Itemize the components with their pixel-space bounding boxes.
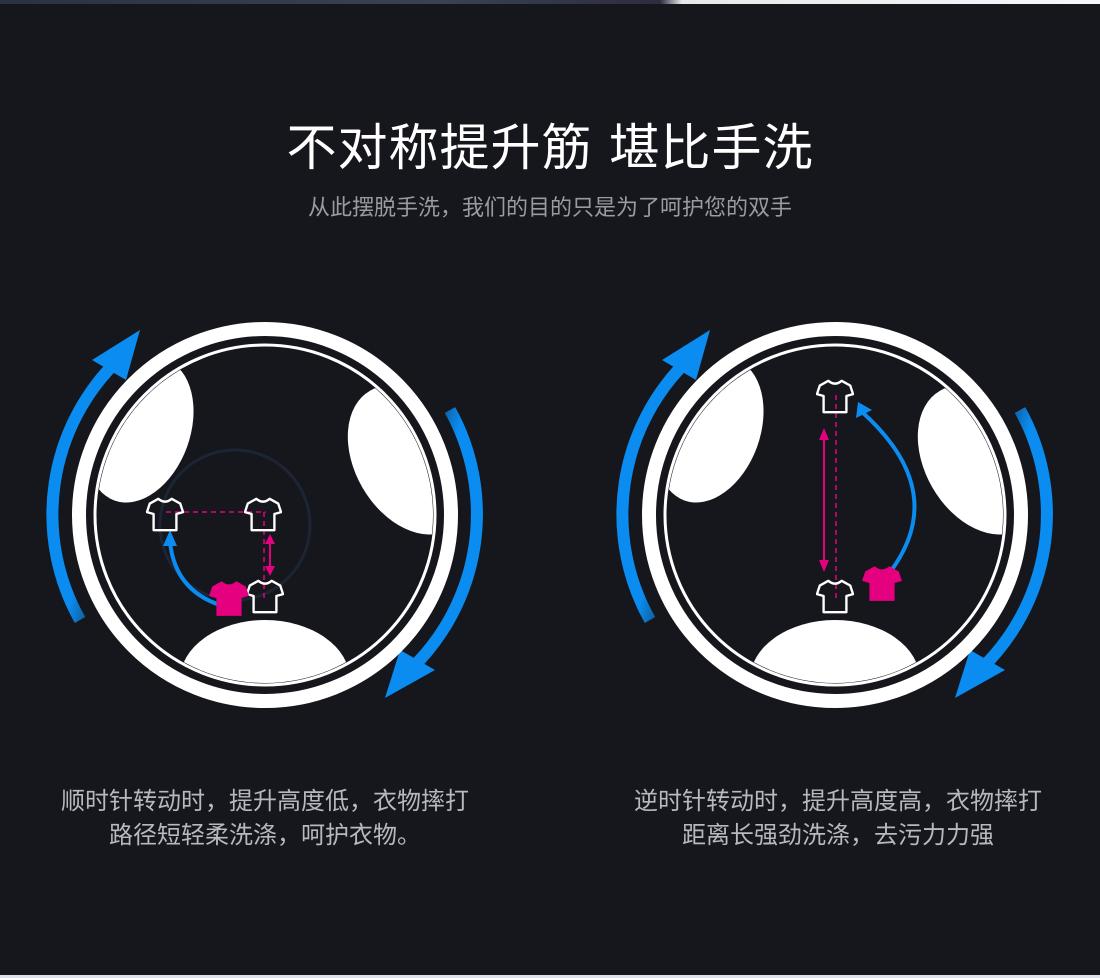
previous-section-edge [0,0,1100,4]
caption-line: 距离长强劲洗涤，去污力力强 [682,821,994,849]
arrowhead-icon [385,650,435,698]
lift-arrow-icon [168,541,221,607]
arrowhead-icon [662,330,710,380]
double-arrow-icon [819,428,829,572]
caption-line: 路径短轻柔洗涤，呵护衣物。 [109,821,421,849]
caption-line: 顺时针转动时，提升高度低，衣物摔打 [61,787,469,815]
drum-counterclockwise [616,322,1053,708]
arrowhead-icon [955,650,1005,698]
tshirt-highlight-icon [862,566,902,601]
drum-inner-ring [663,343,1007,687]
caption-counterclockwise: 逆时针转动时，提升高度高，衣物摔打 距离长强劲洗涤，去污力力强 [578,784,1098,852]
rotation-arrow-icon [616,355,693,623]
drum-clockwise [46,322,483,708]
page-subtitle: 从此摆脱手洗，我们的目的只是为了呵护您的双手 [307,196,792,221]
drum-outer-ring [642,322,1028,708]
tshirt-icon [244,497,282,532]
next-section-edge [0,975,1100,978]
tshirt-icon [146,497,184,532]
drum-outer-ring [72,322,458,708]
rotation-arrow-icon [46,355,123,623]
tshirt-icon [816,579,854,614]
arrowhead-icon [92,330,140,380]
double-arrow-icon [265,534,275,576]
tshirt-icon [816,379,854,414]
lift-arrow-icon [860,410,917,592]
caption-line: 逆时针转动时，提升高度高，衣物摔打 [634,787,1042,815]
page-title: 不对称提升筋 堪比手洗 [286,119,814,177]
rotation-arrow-icon [975,407,1053,675]
drum-inner-ring [93,343,437,687]
rotation-arrow-icon [405,407,483,675]
caption-clockwise: 顺时针转动时，提升高度低，衣物摔打 路径短轻柔洗涤，呵护衣物。 [5,784,525,852]
